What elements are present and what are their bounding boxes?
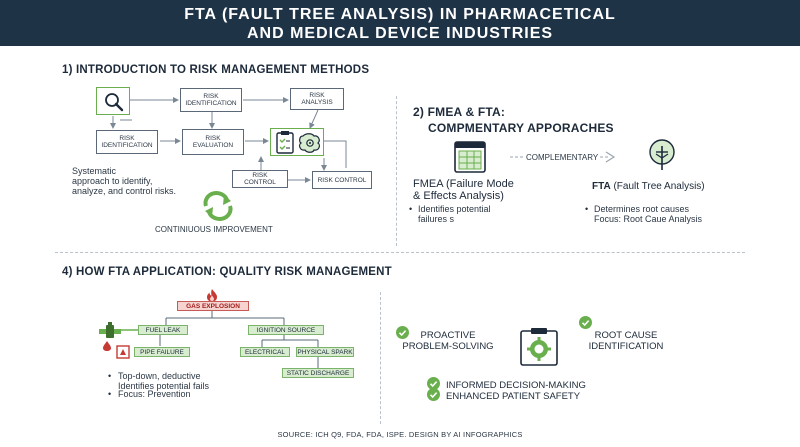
risk-control-l1: RISK [252,172,268,179]
fmea-title-line1: FMEA (Failure Mode [413,178,514,190]
risk-identification-l1: RISK [119,135,135,142]
risk-analysis-l2: ANALYSIS [301,99,333,106]
fta-bullet-dot: • [585,204,589,214]
benefit-root-cause-line1: ROOT CAUSE [594,330,658,341]
risk-evaluation-l1: RISK [205,135,221,142]
header-title-line2: AND MEDICAL DEVICE INDUSTRIES [246,25,554,42]
benefit-proactive-line2: PROBLEM-SOLVING [402,341,494,352]
gas-explosion-event: GAS EXPLOSION [177,301,249,311]
header-banner: FTA (FAULT TREE ANALYSIS) IN PHARMACETIC… [0,0,800,46]
fmea-bullet-line1: Identifies potential [418,204,491,214]
fire-icon [207,289,217,302]
complementary-label: COMPLEMENTARY [524,153,601,162]
section1-description: Systematic approach to identify, analyze… [72,166,176,196]
section1-title: 1) INTRODUCTION TO RISK MANAGEMENT METHO… [62,64,370,76]
fta-title-rest: (Fault Tree Analysis) [610,181,705,192]
tree-icon [649,139,675,170]
footer-source: SOURCE: ICH Q9, FDA, FDA, ISPE. DESIGN B… [277,430,523,439]
static-discharge-node: STATIC DISCHARGE [282,368,354,378]
middle-divider [55,252,745,253]
benefit-safety: ENHANCED PATIENT SAFETY [446,391,581,402]
risk-identification-top-l1: RISK [203,93,219,100]
risk-evaluation-l2: EVALUATION [192,142,234,149]
top-divider [396,96,397,246]
electrical-node: ELECTRICAL [240,347,290,357]
description-line2: approach to identify, [72,176,153,186]
benefit-informed: INFORMED DECISION-MAKING [446,380,586,391]
risk-control-right-label: RISK CONTROL [317,176,367,184]
section4-bullet2-dot: • [108,389,112,399]
risk-control-l2: CONTROL [244,179,276,186]
fmea-bullet-line2: failures s [418,214,455,224]
check-circle-icon [579,316,592,329]
description-line3: analyze, and control risks. [72,186,177,196]
valve-icon [99,322,121,338]
clipboard-check-icon [276,131,294,154]
section4-title: 4) HOW FTA APPLICATION: QUALITY RISK MAN… [62,266,392,278]
section2-title-line2: COMPMENTARY APPORACHES [428,121,614,135]
risk-control-box: RISK CONTROL [232,170,288,188]
check-circle-icon [427,388,440,401]
risk-identification-top-l2: IDENTIFICATION [185,100,237,107]
fmea-bullet-dot: • [409,204,413,214]
ignition-source-node: IGNITION SOURCE [248,325,324,335]
spreadsheet-icon [454,141,486,173]
section4-bullet1-line1: Top-down, deductive [118,371,201,381]
section4-bullet2: Focus: Prevention [118,389,191,399]
risk-identification-l2: IDENTIFICATION [101,142,153,149]
benefit-proactive: PROACTIVE PROBLEM-SOLVING [396,330,500,352]
fta-bullet: Determines root causes Focus: Root Caue … [594,204,702,224]
fuel-leak-node: FUEL LEAK [138,325,188,335]
magnifier-icon-box [96,87,130,115]
fmea-title: FMEA (Failure Mode & Effects Analysis) [413,178,514,202]
risk-analysis-l1: RISK [309,92,325,99]
risk-evaluation-box: RISK EVALUATION [182,129,244,155]
benefit-proactive-line1: PROACTIVE [420,330,476,341]
benefit-root-cause: ROOT CAUSE IDENTIFICATION [576,330,676,352]
risk-identification-top-box: RISK IDENTIFICATION [180,88,242,112]
fta-bullet-line2: Focus: Root Caue Analysis [594,214,703,224]
magnifier-icon [105,93,124,112]
pipe-failure-node: PIPE FAILURE [134,347,190,357]
section2-title-line1: 2) FMEA & FTA: [413,105,506,119]
warning-icon [116,345,130,359]
recycle-arrows-icon [203,191,233,221]
bottom-divider [380,292,381,424]
section4-bullet1: Top-down, deductive Identifies potential… [118,371,209,391]
brain-gear-icon [299,133,320,153]
fmea-bullet: Identifies potential failures s [418,204,491,224]
header-title-line1: FTA (FAULT TREE ANALYSIS) IN PHARMACETIC… [184,6,616,23]
benefit-root-cause-line2: IDENTIFICATION [588,341,664,352]
clipboard-brain-icon-box [270,128,324,156]
drop-icon [103,341,111,351]
fta-title: FTA (Fault Tree Analysis) [592,181,705,192]
section4-bullet1-line2: Identifies potential fails [118,381,210,391]
risk-control-right-box: RISK CONTROL [312,171,372,189]
risk-identification-box: RISK IDENTIFICATION [96,130,158,154]
fta-title-bold: FTA [592,181,611,192]
gear-clipboard-icon [520,328,558,366]
fmea-title-line2: & Effects Analysis) [413,190,504,202]
description-line1: Systematic [72,166,117,176]
risk-analysis-box: RISK ANALYSIS [290,88,344,110]
physical-spark-node: PHYSICAL SPARK [296,347,354,357]
section4-bullet1-dot: • [108,371,112,381]
continuous-improvement-label: CONTINIUOUS IMPROVEMENT [155,225,273,234]
check-circle-icon [396,326,409,339]
check-circle-icon [427,377,440,390]
fta-bullet-line1: Determines root causes [594,204,690,214]
